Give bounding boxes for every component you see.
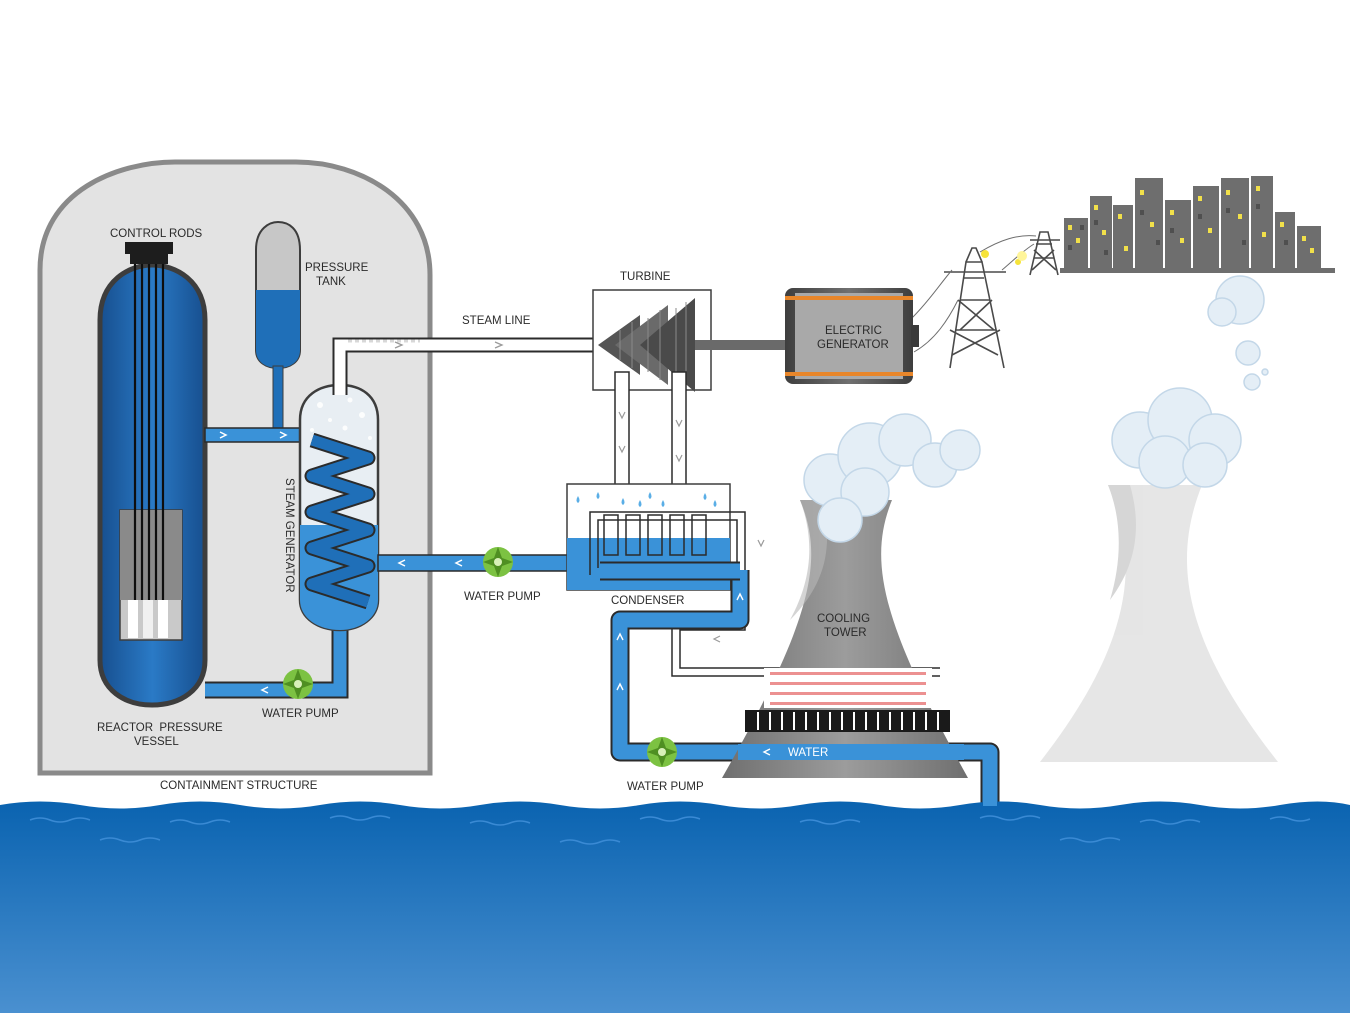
label-cooling-tower-2: TOWER: [824, 627, 867, 639]
label-water-pump-primary: WATER PUMP: [262, 708, 339, 720]
label-water-pump-feedwater: WATER PUMP: [464, 591, 541, 603]
cooling-tower-steam: [803, 413, 981, 543]
label-condenser: CONDENSER: [611, 595, 684, 607]
label-pressure-tank-2: TANK: [316, 276, 346, 288]
primary-cold-leg: [205, 615, 349, 699]
sea: [0, 760, 1350, 1013]
label-reactor-vessel-2: VESSEL: [134, 736, 179, 748]
pylon-large: [944, 247, 1006, 369]
cooling-tower: [722, 500, 968, 778]
water-pump-feedwater: [483, 547, 513, 577]
turbine-exhaust-pipes: [614, 371, 687, 503]
lit-windows: [1068, 186, 1314, 253]
background-steam-cloud: [1111, 275, 1269, 489]
dark-windows: [1068, 204, 1288, 255]
background-cooling-tower: [1040, 485, 1278, 762]
label-steam-generator: STEAM GENERATOR: [283, 478, 295, 593]
city-skyline: [1060, 176, 1335, 273]
pressure-tank: [255, 220, 301, 439]
water-pump-cooling: [647, 737, 677, 767]
label-reactor-vessel-1: REACTOR PRESSURE: [97, 722, 223, 734]
steam-line: [332, 337, 605, 395]
control-rods: [125, 242, 173, 600]
label-turbine: TURBINE: [620, 271, 671, 283]
label-electric-generator-2: GENERATOR: [817, 339, 889, 351]
steam-generator: [298, 383, 380, 632]
water-pump-primary: [283, 669, 313, 699]
label-pressure-tank-1: PRESSURE: [305, 262, 369, 274]
label-steam-line: STEAM LINE: [462, 315, 531, 327]
label-cooling-tower-1: COOLING: [817, 613, 870, 625]
feedwater-line: [377, 554, 571, 572]
turbine: [592, 289, 785, 392]
electric-generator: [785, 288, 919, 384]
label-water: WATER: [788, 747, 828, 759]
label-water-pump-cooling: WATER PUMP: [627, 781, 704, 793]
label-electric-generator-1: ELECTRIC: [825, 325, 882, 337]
label-containment: CONTAINMENT STRUCTURE: [160, 780, 318, 792]
reactor-pressure-vessel: [97, 262, 208, 708]
label-control-rods: CONTROL RODS: [110, 228, 203, 240]
power-sparks: [981, 250, 1027, 265]
pylon-small: [1029, 231, 1060, 276]
